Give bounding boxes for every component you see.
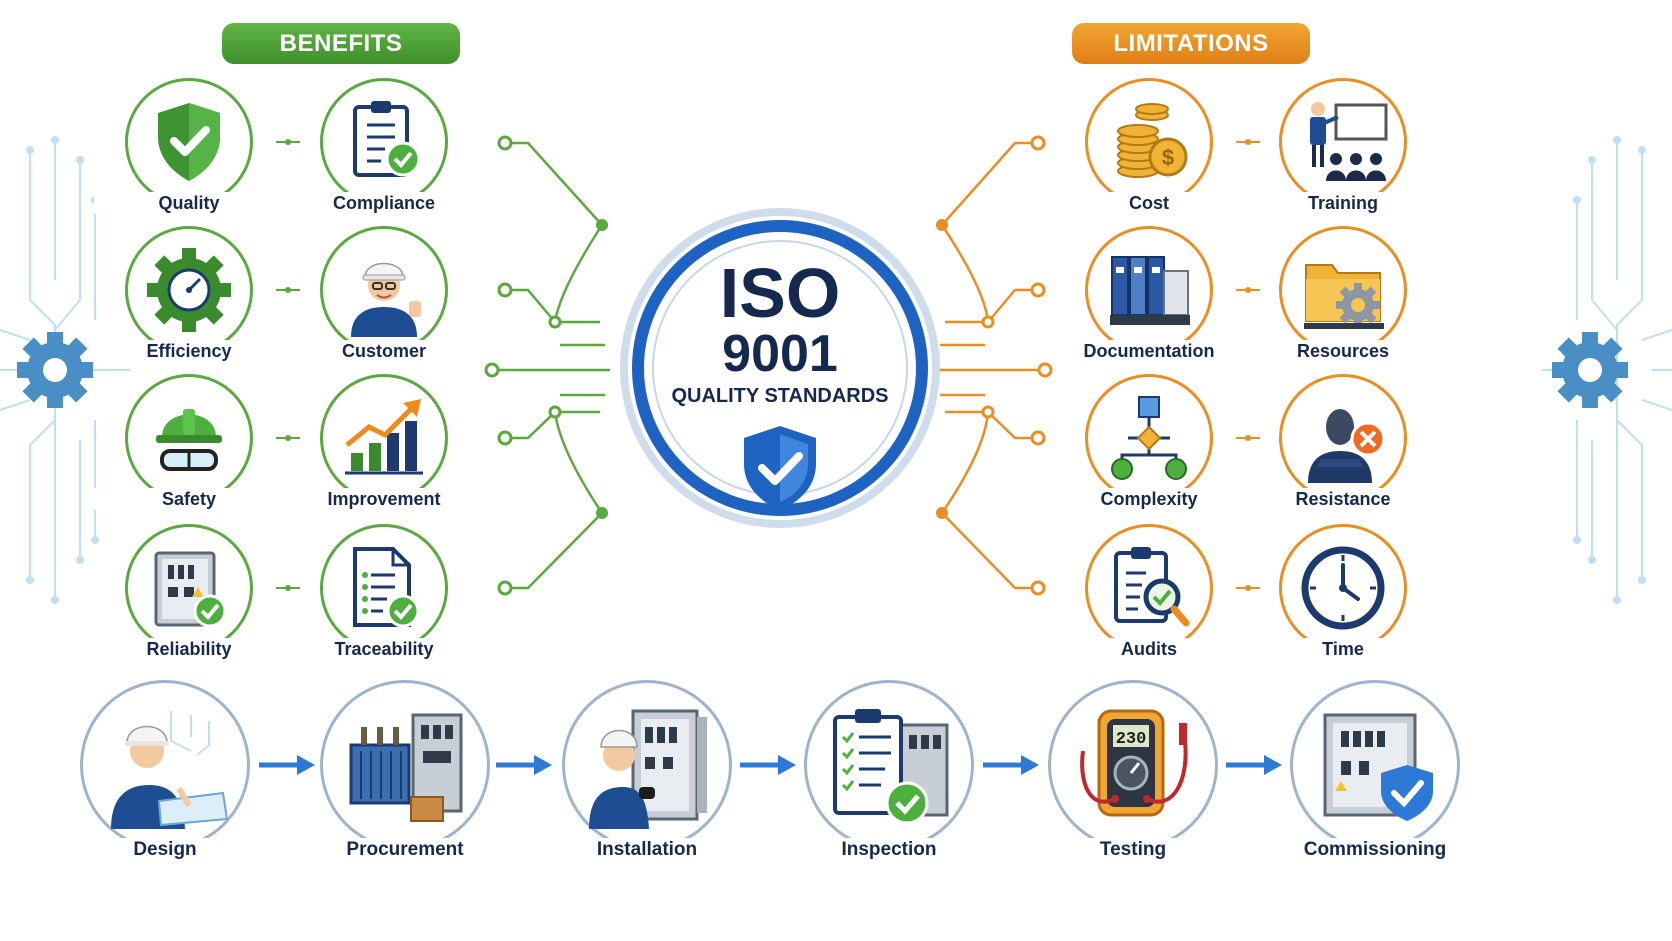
benefit-safety: Safety: [94, 374, 284, 524]
electrical-panel-check-icon: [154, 551, 227, 628]
process-procurement: Procurement: [295, 680, 515, 870]
benefit-label: Reliability: [94, 638, 284, 660]
panel-shield-icon: [1323, 713, 1433, 821]
transformer-panel-icon: [349, 713, 463, 822]
process-commissioning: Commissioning: [1265, 680, 1485, 870]
right-circuit-decoration: [1542, 140, 1672, 600]
presenter-training-icon: [1310, 102, 1388, 181]
coins-dollar-icon: $: [1117, 103, 1188, 178]
limitation-label: Documentation: [1054, 340, 1244, 362]
arrow-right-icon: [740, 755, 796, 775]
limitation-resources: Resources: [1248, 226, 1438, 376]
process-label: Procurement: [295, 838, 515, 862]
process-label: Installation: [537, 838, 757, 862]
benefit-label: Traceability: [289, 638, 479, 660]
benefit-improvement: Improvement: [289, 374, 479, 524]
benefits-header: BENEFITS: [222, 23, 460, 64]
person-reject-icon: [1308, 409, 1386, 483]
limitation-audits: Audits: [1054, 524, 1244, 674]
process-installation: Installation: [537, 680, 757, 870]
process-label: Design: [55, 838, 275, 862]
gear-gauge-icon: [147, 248, 231, 332]
limitation-resistance: Resistance: [1248, 374, 1438, 524]
clock-icon: [1301, 546, 1385, 630]
engineer-drafting-icon: [111, 711, 229, 829]
arrow-right-icon: [259, 755, 315, 775]
benefit-reliability: Reliability: [94, 524, 284, 674]
benefit-label: Safety: [94, 488, 284, 510]
folder-gear-icon: [1304, 264, 1384, 329]
process-label: Inspection: [779, 838, 999, 862]
engineer-thumbs-up-icon: [351, 262, 421, 337]
process-label: Commissioning: [1265, 838, 1485, 862]
benefit-label: Improvement: [289, 488, 479, 510]
limitation-label: Resistance: [1248, 488, 1438, 510]
benefit-label: Quality: [94, 192, 284, 214]
arrow-right-icon: [1226, 755, 1282, 775]
process-inspection: Inspection: [779, 680, 999, 870]
process-design: Design: [55, 680, 275, 870]
arrow-right-icon: [496, 755, 552, 775]
process-testing: 230 Testing: [1023, 680, 1243, 870]
benefit-quality: Quality: [94, 78, 284, 228]
limitation-wires: [935, 141, 1045, 590]
limitation-time: Time: [1248, 524, 1438, 674]
flowchart-icon: [1111, 396, 1187, 480]
benefit-wires: [492, 141, 610, 590]
checklist-panel-icon: [833, 709, 949, 825]
iso-9001-badge: ISO 9001 QUALITY STANDARDS: [620, 208, 940, 528]
badge-outer-ring: [620, 208, 940, 528]
binders-documents-icon: [1110, 256, 1190, 325]
benefit-compliance: Compliance: [289, 78, 479, 228]
hard-hat-goggles-icon: [156, 409, 222, 471]
benefit-efficiency: Efficiency: [94, 226, 284, 376]
limitation-documentation: Documentation: [1054, 226, 1244, 376]
limitation-label: Resources: [1248, 340, 1438, 362]
benefit-customer: Customer: [289, 226, 479, 376]
process-label: Testing: [1023, 838, 1243, 862]
growth-chart-icon: [345, 399, 423, 475]
iso-subtitle: QUALITY STANDARDS: [671, 385, 889, 407]
multimeter-icon: 230: [1080, 709, 1188, 817]
limitation-label: Audits: [1054, 638, 1244, 660]
clipboard-magnifier-icon: [1114, 547, 1190, 627]
limitation-label: Training: [1248, 192, 1438, 214]
shield-check-icon: [744, 426, 816, 510]
iso-number: 9001: [722, 325, 838, 383]
limitation-label: Cost: [1054, 192, 1244, 214]
limitation-cost: $ Cost: [1054, 78, 1244, 228]
svg-text:$: $: [1162, 145, 1174, 170]
limitation-training: Training: [1248, 78, 1438, 228]
limitation-label: Complexity: [1054, 488, 1244, 510]
right-gear-icon: [1552, 332, 1628, 408]
benefit-traceability: Traceability: [289, 524, 479, 674]
benefit-label: Customer: [289, 340, 479, 362]
shield-check-icon: [158, 103, 220, 181]
limitation-complexity: Complexity: [1054, 374, 1244, 524]
arrow-right-icon: [983, 755, 1039, 775]
limitations-header: LIMITATIONS: [1072, 23, 1310, 64]
clipboard-check-icon: [353, 101, 421, 177]
left-gear-icon: [17, 332, 93, 408]
meter-readout: 230: [1116, 730, 1147, 749]
document-checklist-icon: [353, 547, 420, 628]
limitation-label: Time: [1248, 638, 1438, 660]
technician-wiring-icon: [589, 709, 707, 829]
benefit-label: Compliance: [289, 192, 479, 214]
benefit-label: Efficiency: [94, 340, 284, 362]
iso-title: ISO: [719, 254, 841, 332]
